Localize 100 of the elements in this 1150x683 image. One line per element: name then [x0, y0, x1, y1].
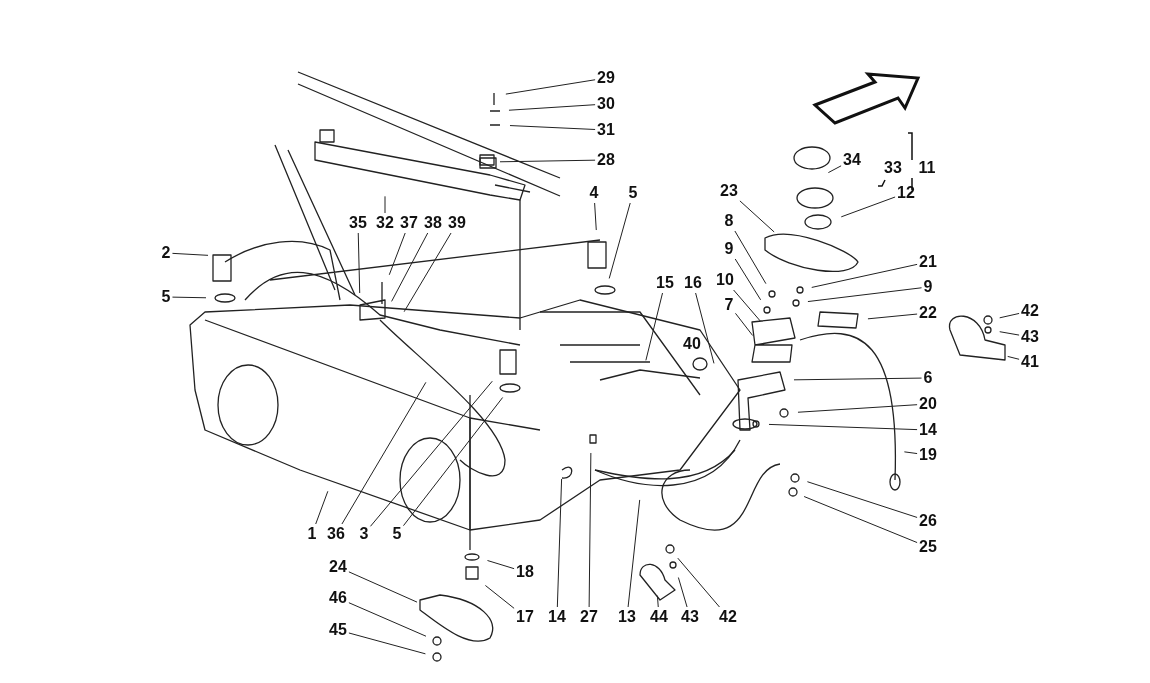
callout-number: 21 — [919, 253, 937, 271]
callout-number: 1 — [307, 525, 317, 543]
callout-number: 15 — [656, 274, 674, 292]
callout-number: 33 — [884, 159, 902, 177]
callout-number: 36 — [327, 525, 345, 543]
leader-line — [388, 232, 406, 276]
callout-number: 29 — [597, 69, 615, 87]
callout-number: 4 — [589, 184, 599, 202]
callout-number: 24 — [329, 558, 347, 576]
callout-number: 2 — [161, 244, 171, 262]
callout-number: 16 — [684, 274, 702, 292]
callout-number: 22 — [919, 304, 937, 322]
leader-line — [391, 232, 429, 302]
leader-line — [677, 557, 720, 608]
callout-number: 18 — [516, 563, 534, 581]
leader-line — [793, 377, 923, 381]
callout-number: 32 — [376, 214, 394, 232]
leader-line — [484, 584, 515, 609]
leader-line — [594, 202, 597, 231]
leader-line — [1007, 355, 1020, 360]
leader-line — [677, 577, 688, 608]
leader-line — [811, 263, 918, 288]
callout-number: 8 — [724, 212, 734, 230]
callout-number: 10 — [716, 271, 734, 289]
leader-line — [695, 292, 715, 364]
leader-line — [867, 313, 918, 320]
leader-line — [627, 499, 641, 608]
leader-line — [999, 331, 1020, 336]
callout-number: 11 — [918, 159, 936, 177]
callout-number: 5 — [392, 525, 402, 543]
callout-number: 44 — [650, 608, 668, 626]
leader-line — [171, 296, 207, 299]
leader-line — [171, 252, 209, 256]
callout-number: 19 — [919, 446, 937, 464]
leader-line — [486, 560, 515, 570]
callout-number: 3 — [359, 525, 369, 543]
callout-number: 43 — [1021, 328, 1039, 346]
leader-line — [827, 165, 842, 174]
leader-line — [505, 79, 596, 95]
leader-line — [315, 490, 329, 525]
callout-number: 9 — [724, 240, 734, 258]
leader-line — [348, 632, 426, 655]
leader-line — [499, 159, 596, 163]
callout-number: 28 — [597, 151, 615, 169]
callout-number: 17 — [516, 608, 534, 626]
callout-number: 35 — [349, 214, 367, 232]
callout-number: 5 — [628, 184, 638, 202]
leader-line — [734, 258, 762, 301]
callout-number: 13 — [618, 608, 636, 626]
leader-line — [797, 404, 918, 413]
leader-line — [357, 232, 361, 294]
leader-line — [807, 287, 923, 303]
leader-line — [588, 452, 592, 608]
callout-number: 43 — [681, 608, 699, 626]
leader-line — [840, 196, 896, 218]
leader-line — [508, 104, 596, 111]
callout-number: 40 — [683, 335, 701, 353]
callout-number: 26 — [919, 512, 937, 530]
leader-line — [806, 481, 918, 518]
leader-line — [734, 312, 754, 336]
leader-line — [733, 289, 761, 322]
callout-number: 12 — [897, 184, 915, 202]
callout-number: 31 — [597, 121, 615, 139]
callout-number: 30 — [597, 95, 615, 113]
callout-number: 38 — [424, 214, 442, 232]
callout-number: 39 — [448, 214, 466, 232]
leader-line — [803, 496, 918, 544]
leader-line — [768, 423, 918, 431]
callout-number: 27 — [580, 608, 598, 626]
callout-number: 41 — [1021, 353, 1039, 371]
callout-number: 9 — [923, 278, 933, 296]
leader-line — [608, 202, 631, 279]
leader-line — [656, 595, 659, 608]
callout-number: 7 — [724, 296, 734, 314]
callout-number: 34 — [843, 151, 861, 169]
leader-line — [739, 200, 775, 233]
leader-line — [341, 381, 427, 525]
callout-number: 42 — [1021, 302, 1039, 320]
callout-number: 42 — [719, 608, 737, 626]
leader-line — [903, 451, 918, 455]
callout-number: 23 — [720, 182, 738, 200]
leader-line — [348, 602, 427, 637]
leader-line — [734, 230, 767, 285]
leader-line — [999, 312, 1020, 319]
leader-line — [348, 571, 418, 603]
leader-line — [403, 232, 452, 313]
callout-number: 6 — [923, 369, 933, 387]
leader-line — [384, 195, 386, 214]
callout-number: 25 — [919, 538, 937, 556]
leader-line — [509, 125, 596, 130]
leader-line — [402, 397, 504, 527]
callout-number: 5 — [161, 288, 171, 306]
callout-number: 20 — [919, 395, 937, 413]
callout-number: 14 — [548, 608, 566, 626]
leader-line — [645, 292, 664, 361]
leader-line — [369, 380, 493, 527]
callout-number: 46 — [329, 589, 347, 607]
leader-line — [556, 478, 563, 608]
callout-number: 45 — [329, 621, 347, 639]
callout-number: 37 — [400, 214, 418, 232]
